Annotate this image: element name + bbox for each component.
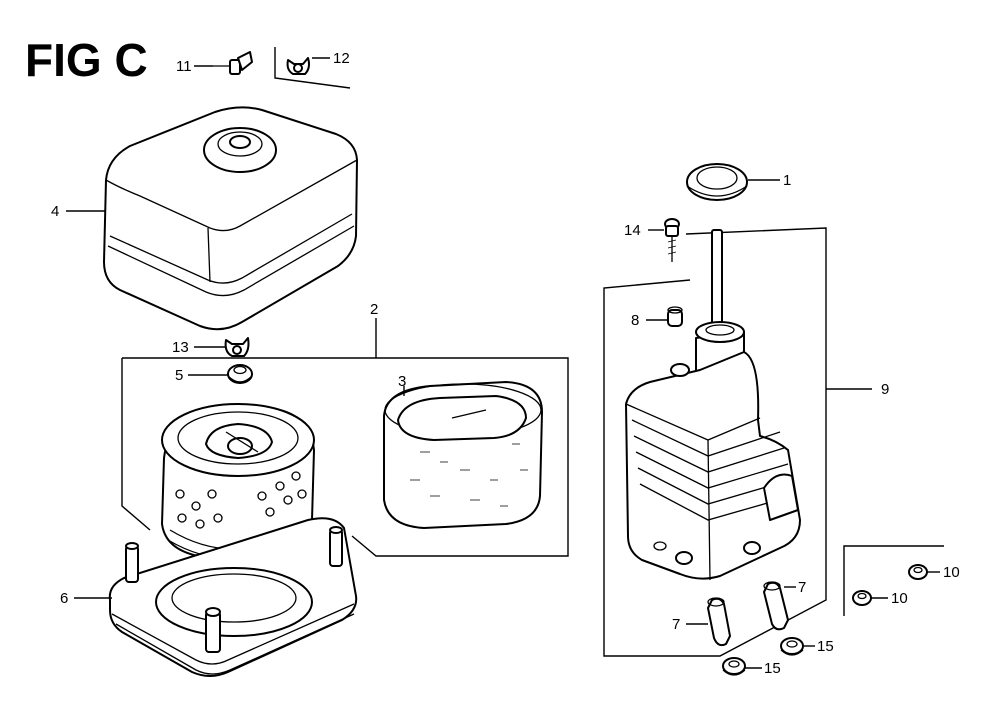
figure-title: FIG C — [25, 34, 148, 86]
wing-nut-icon — [286, 57, 310, 75]
air-cleaner-elbow-icon — [625, 229, 801, 581]
flange-nut-icon — [780, 637, 804, 656]
air-cleaner-cover-icon — [103, 106, 358, 331]
air-cleaner-base-icon — [108, 517, 358, 677]
seal-ring-icon — [686, 163, 748, 201]
callout-4: 4 — [51, 203, 59, 220]
callout-1: 1 — [783, 172, 791, 189]
callout-15a: 15 — [764, 660, 781, 677]
callout-12: 12 — [333, 50, 350, 67]
callout-7a: 7 — [672, 616, 680, 633]
callout-5: 5 — [175, 367, 183, 384]
callout-15b: 15 — [817, 638, 834, 655]
grommet-icon — [227, 364, 253, 384]
bolt-icon — [664, 218, 680, 262]
callout-9: 9 — [881, 381, 889, 398]
callout-7b: 7 — [798, 579, 806, 596]
callout-3: 3 — [398, 373, 406, 390]
nut-icon — [852, 590, 872, 606]
callout-2: 2 — [370, 301, 378, 318]
callout-13: 13 — [172, 339, 189, 356]
collar-icon — [667, 306, 683, 327]
collar-icon — [763, 581, 789, 631]
foam-filter-icon — [383, 381, 543, 529]
nut-icon — [908, 564, 928, 580]
callout-10a: 10 — [943, 564, 960, 581]
callout-10b: 10 — [891, 590, 908, 607]
collar-icon — [707, 597, 731, 647]
flange-nut-icon — [722, 657, 746, 676]
callout-11: 11 — [176, 58, 192, 75]
callout-8: 8 — [631, 312, 639, 329]
filter-element-assembly-icon — [161, 403, 315, 560]
callout-6: 6 — [60, 590, 68, 607]
callout-14: 14 — [624, 222, 641, 239]
wing-nut-icon — [224, 337, 250, 357]
bolt-icon — [213, 51, 253, 75]
